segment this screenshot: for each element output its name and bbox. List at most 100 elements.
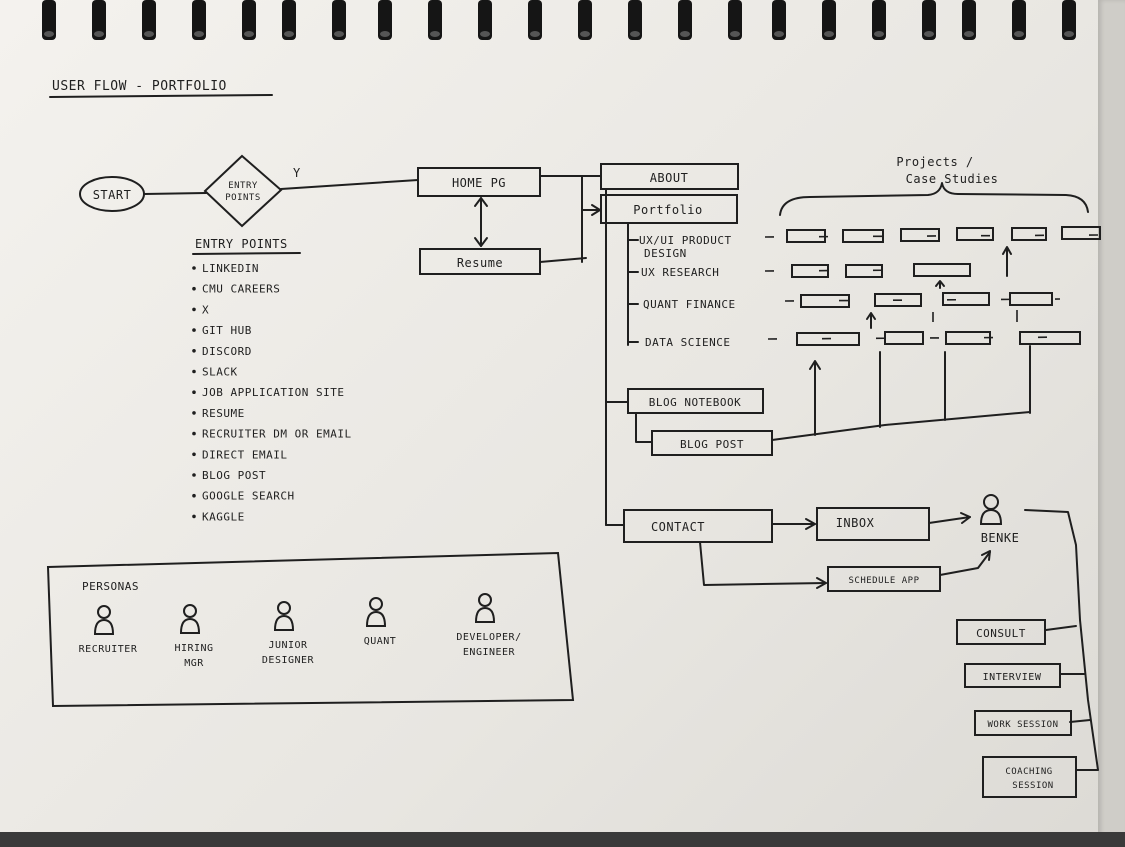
project-box (796, 332, 860, 346)
inbox-benke-arrow (960, 512, 971, 524)
consult-connector (1045, 625, 1077, 631)
consult-node (956, 619, 1046, 645)
schedule-app-label: SCHEDULE APP (848, 576, 919, 586)
page-bottom-edge (0, 832, 1125, 847)
about-label: ABOUT (650, 171, 689, 185)
binding-hole (194, 31, 204, 37)
entry-point-bullet (192, 514, 196, 519)
entry-point-bullet (192, 452, 196, 457)
title-underline (49, 94, 273, 98)
resume-label: Resume (457, 256, 503, 270)
blog-notebook-label: BLOG NOTEBOOK (649, 396, 742, 409)
binding-hole (924, 31, 934, 37)
project-box (874, 293, 922, 307)
binding-hole (284, 31, 294, 37)
blog-post-node (651, 430, 773, 456)
row-connector (764, 269, 921, 272)
persona-icon (179, 604, 201, 634)
entry-point-item: KAGGLE (202, 510, 245, 523)
entry-points-heading-underline (192, 252, 301, 255)
binding-ring (142, 0, 156, 40)
row-connector (764, 234, 1101, 238)
consult-label: CONSULT (976, 627, 1026, 640)
personas-heading: PERSONAS (82, 580, 139, 593)
entry-points-label-2: POINTS (225, 193, 261, 203)
benke-sessions-line (1024, 509, 1099, 771)
entry-points-heading: ENTRY POINTS (195, 237, 288, 251)
projects-header-1: Projects / (896, 155, 973, 169)
start-label: START (93, 188, 132, 202)
binding-hole (580, 31, 590, 37)
project-row-ux-ui (764, 226, 1101, 243)
persona-label: DEVELOPER/ (456, 632, 521, 643)
category-ux-ui-label-2: DESIGN (644, 247, 687, 260)
binding-hole (380, 31, 390, 37)
binding-hole (1064, 31, 1074, 37)
project-box (845, 264, 883, 278)
contact-node (623, 509, 773, 543)
binding-ring (478, 0, 492, 40)
project-box (1011, 227, 1047, 241)
home-resume-arrow-down (474, 237, 488, 247)
project-row-data-science (767, 331, 1081, 346)
project-row-ux-research (764, 263, 971, 278)
entry-point-item: BLOG POST (202, 469, 266, 482)
binding-hole (680, 31, 690, 37)
personas-box (46, 551, 575, 708)
entry-point-item: X (202, 303, 209, 316)
binding-ring (578, 0, 592, 40)
project-box (945, 331, 991, 345)
schedule-benke-arrow (981, 550, 991, 561)
persona-icon (474, 593, 496, 623)
start-to-entry-line (143, 192, 207, 195)
binding-ring (92, 0, 106, 40)
row-connector (784, 298, 1061, 302)
project-arrow-head (935, 280, 945, 287)
project-box (913, 263, 971, 277)
project-box (791, 264, 829, 278)
interview-node (964, 663, 1061, 688)
work-session-connector (1069, 719, 1091, 723)
binding-ring (242, 0, 256, 40)
binding-hole (824, 31, 834, 37)
binding-ring (1012, 0, 1026, 40)
inbox-label: INBOX (836, 516, 875, 530)
binding-hole (964, 31, 974, 37)
entry-point-bullet (192, 307, 196, 312)
projects-header-2: Case Studies (906, 172, 999, 186)
persona-icon (365, 597, 387, 627)
project-box (842, 229, 884, 243)
coaching-session-label-2: SESSION (1012, 781, 1053, 791)
entry-point-bullet (192, 411, 196, 415)
schedule-app-node (827, 566, 941, 592)
persona-label: MGR (184, 658, 204, 669)
blog-post-to-projects-line (771, 411, 1031, 441)
binding-hole (144, 31, 154, 37)
binding-hole (530, 31, 540, 37)
entry-point-bullet (192, 349, 196, 353)
binding-ring (282, 0, 296, 40)
category-ux-research-label: UX RESEARCH (641, 266, 719, 279)
entry-point-item: LINKEDIN (202, 262, 259, 275)
entry-to-home-line (280, 179, 419, 190)
binding-ring (728, 0, 742, 40)
persona-label: HIRING (174, 643, 213, 654)
project-box (884, 331, 924, 345)
home-page-node (417, 167, 541, 197)
entry-point-item: DIRECT EMAIL (202, 448, 287, 461)
persona-label: QUANT (364, 636, 397, 647)
category-ux-ui-label-1: UX/UI PRODUCT (639, 234, 732, 247)
binding-ring (628, 0, 642, 40)
entry-point-bullet (192, 390, 196, 395)
binding-ring (922, 0, 936, 40)
benke-label: BENKE (981, 531, 1020, 545)
binding-hole (480, 31, 490, 37)
binding-hole (1014, 31, 1024, 37)
binding-hole (774, 31, 784, 37)
project-arrow-head (1002, 246, 1012, 255)
coaching-session-label-1: COACHING (1005, 767, 1052, 777)
